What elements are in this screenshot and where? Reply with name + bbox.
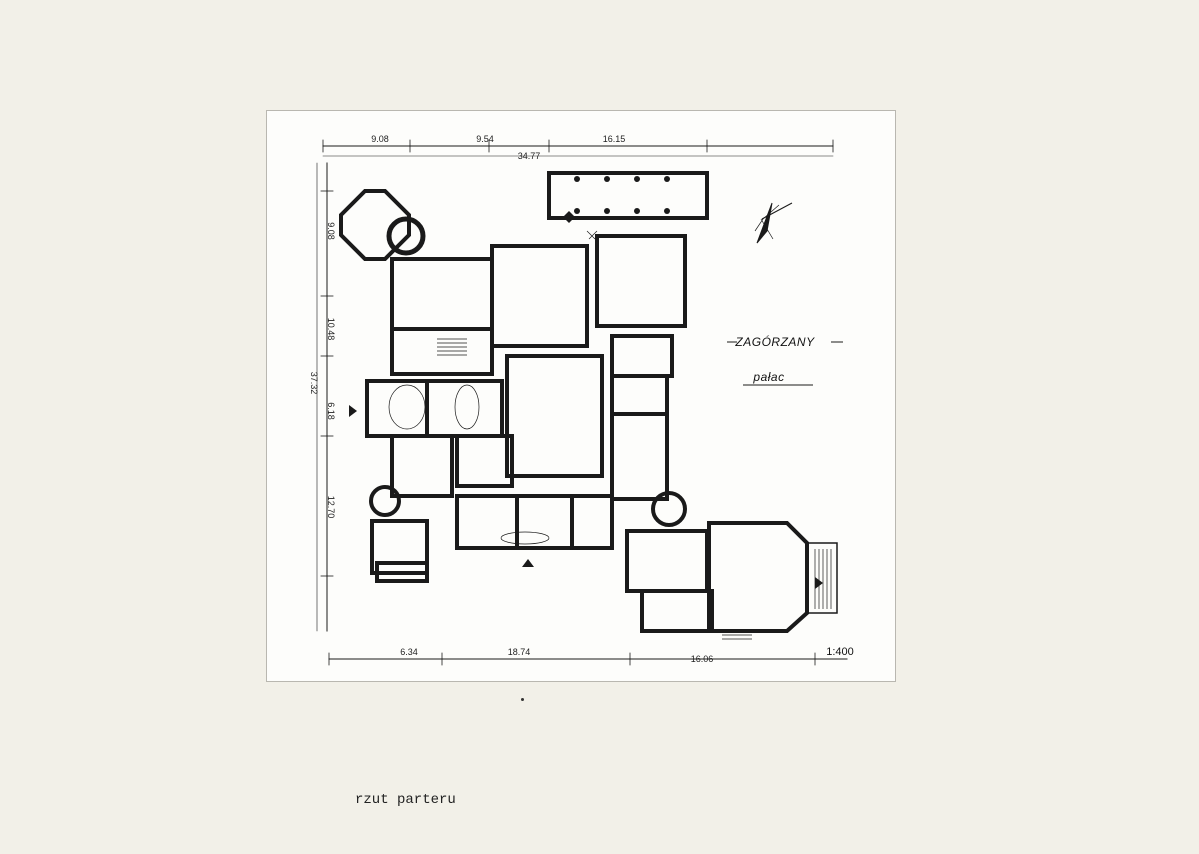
dim-left-4: 12.70: [326, 496, 336, 519]
dim-left-2: 10.48: [326, 318, 336, 341]
dim-left-1: 9.08: [326, 222, 336, 240]
floor-plan-svg: 9.08 9.54 16.15 34.77 6.34 18.74 16.06 9…: [309, 134, 854, 666]
caption: rzut parteru: [355, 792, 456, 808]
dim-bottom-1: 6.34: [400, 647, 418, 657]
dim-top-total: 34.77: [518, 151, 541, 161]
plan-title: ZAGÓRZANY: [734, 334, 815, 349]
floor-plan-drawing: 9.08 9.54 16.15 34.77 6.34 18.74 16.06 9…: [266, 110, 896, 682]
north-arrow-icon: [756, 202, 793, 244]
dim-left-total: 37.32: [309, 372, 319, 395]
dim-top-3: 16.15: [603, 134, 626, 144]
dim-top-1: 9.08: [371, 134, 389, 144]
stray-mark: [521, 698, 524, 701]
dim-top-2: 9.54: [476, 134, 494, 144]
dim-left-3: 6.18: [326, 402, 336, 420]
plan-subtitle: pałac: [752, 370, 784, 384]
scale-label: 1:400: [826, 646, 854, 658]
dim-bottom-3: 16.06: [691, 654, 714, 664]
dim-bottom-2: 18.74: [508, 647, 531, 657]
